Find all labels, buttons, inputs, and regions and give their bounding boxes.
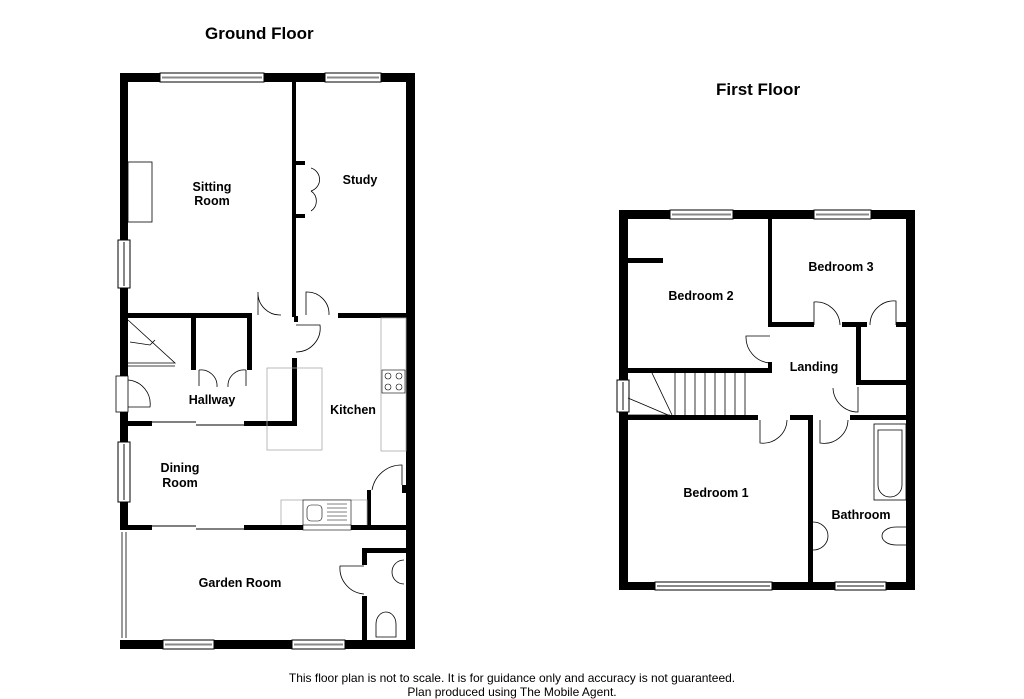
stairs-first: [627, 372, 746, 416]
door-bedroom1[interactable]: [759, 419, 788, 444]
door-bedroom3[interactable]: [813, 301, 841, 326]
label-bedroom-1: Bedroom 1: [683, 486, 748, 500]
sink-icon: [302, 499, 352, 527]
cupboard-doors: [310, 167, 320, 212]
hallway-cupboard-doors: [198, 369, 247, 388]
stairs-ground: [127, 319, 177, 364]
window-stairs: [616, 379, 630, 413]
door-study[interactable]: [305, 291, 330, 316]
disclaimer-text: This floor plan is not to scale. It is f…: [288, 671, 736, 685]
first-floor-title: First Floor: [716, 80, 801, 99]
label-sitting-room-2: Room: [194, 194, 229, 208]
label-study: Study: [343, 173, 378, 187]
basin-bath-icon: [812, 521, 829, 551]
kitchen-island: [266, 367, 323, 451]
credit-text: Plan produced using The Mobile Agent.: [407, 685, 617, 699]
label-dining-room-2: Room: [162, 476, 197, 490]
door-wc[interactable]: [339, 565, 365, 595]
door-kitchen[interactable]: [295, 324, 321, 353]
door-bathroom[interactable]: [819, 419, 849, 444]
window-garden-south-2: [291, 639, 346, 650]
window-bedroom1: [654, 581, 773, 591]
window-garden-south-1: [162, 639, 215, 650]
basin-icon: [391, 559, 405, 585]
wall-bed2-bed3: [768, 219, 772, 327]
door-sitting-room[interactable]: [257, 291, 282, 316]
window-bedroom2: [669, 209, 734, 220]
fireplace: [127, 161, 153, 223]
label-sitting-room-1: Sitting: [193, 180, 232, 194]
wall-bed1-bath: [808, 420, 813, 582]
wall-hall-top: [128, 313, 252, 318]
window-dining-west: [117, 441, 131, 503]
front-door[interactable]: [127, 379, 151, 408]
first-floor-plan: Bedroom 2 Bedroom 3 Landing Bedroom 1 Ba…: [616, 209, 915, 591]
wall-east-ff: [906, 210, 915, 590]
window-study-north: [324, 72, 382, 83]
bath-icon: [873, 423, 907, 501]
window-bathroom: [834, 581, 887, 591]
hob-icon: [381, 369, 406, 394]
sliding-door-dining-garden[interactable]: [152, 525, 244, 530]
window-sitting-west: [117, 239, 131, 289]
window-bedroom3: [813, 209, 872, 220]
window-sitting-north: [159, 72, 265, 83]
label-bedroom-3: Bedroom 3: [808, 260, 873, 274]
ground-floor-plan: Sitting Room Study Hallway Kitchen Dinin…: [115, 72, 415, 650]
label-landing: Landing: [790, 360, 839, 374]
door-airing-cupboard[interactable]: [832, 387, 859, 413]
sliding-door-hall-dining[interactable]: [152, 421, 244, 426]
wall-sitting-study: [292, 82, 296, 317]
wall-hall-kitchen: [292, 358, 297, 424]
label-bedroom-2: Bedroom 2: [668, 289, 733, 303]
ground-floor-title: Ground Floor: [205, 24, 314, 43]
wall-north: [120, 73, 415, 82]
kitchen-worktop: [380, 317, 407, 452]
toilet-bath-icon: [881, 526, 906, 546]
wall-south: [120, 640, 415, 649]
label-kitchen: Kitchen: [330, 403, 376, 417]
wall-kitchen-top: [338, 313, 406, 318]
toilet-icon: [375, 611, 397, 638]
label-hallway: Hallway: [189, 393, 236, 407]
label-dining-room-1: Dining: [161, 461, 200, 475]
wall-east: [406, 73, 415, 649]
label-garden-room: Garden Room: [199, 576, 282, 590]
wall-west: [120, 73, 128, 649]
wall-north-ff: [619, 210, 915, 219]
door-bed3-cupboard[interactable]: [869, 300, 897, 326]
label-bathroom: Bathroom: [831, 508, 890, 522]
door-bedroom2[interactable]: [745, 335, 771, 364]
door-pantry[interactable]: [371, 464, 403, 491]
